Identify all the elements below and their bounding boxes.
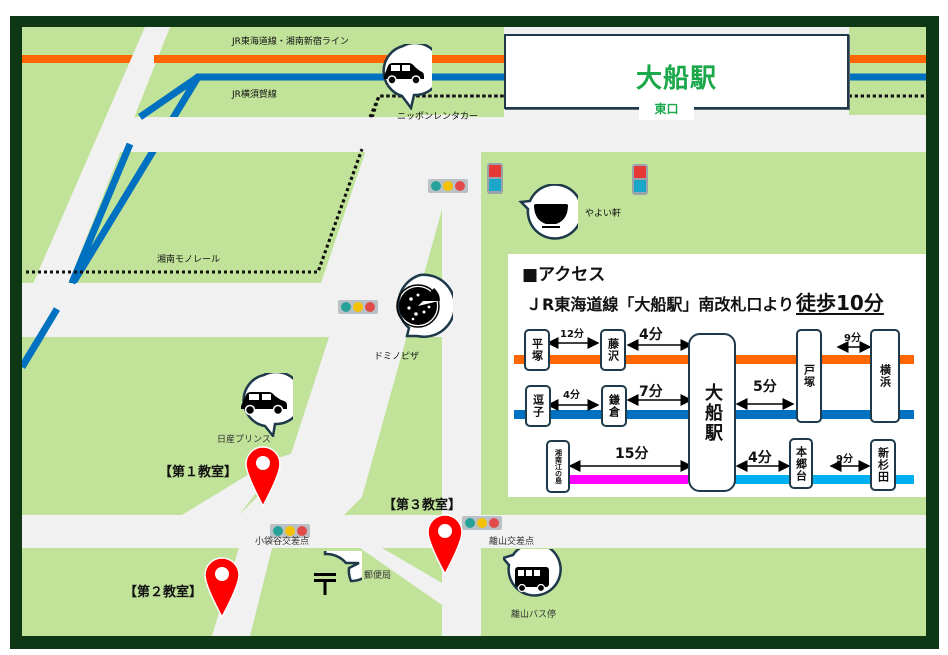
- time-hongodai-shinsugita: 9分: [836, 454, 853, 465]
- traffic-signal: [462, 516, 502, 530]
- time-zushi-kamakura: 4分: [563, 390, 580, 401]
- station-yokohama[interactable]: 横浜: [870, 329, 900, 423]
- classroom-3-label: 【第３教室】: [383, 498, 462, 513]
- enoshima-line-band: [548, 475, 688, 484]
- station-zushi[interactable]: 逗子: [525, 385, 551, 427]
- time-totsuka-yokohama: 9分: [844, 333, 861, 344]
- road-layer: [22, 27, 926, 636]
- pedestrian-signal: [487, 163, 503, 194]
- access-route-text: ＪR東海道線「大船駅」南改札口より: [526, 295, 795, 314]
- station-ofuna-hub[interactable]: 大船駅: [688, 333, 736, 492]
- classroom-2-label: 【第２教室】: [124, 585, 203, 600]
- pizza-icon[interactable]: [387, 273, 453, 339]
- post-office-label: 郵便局: [364, 571, 392, 581]
- station-shonan-enoshima[interactable]: 湘南江の島: [546, 440, 570, 493]
- time-ofuna-totsuka: 5分: [753, 379, 777, 395]
- car-icon[interactable]: [235, 373, 293, 437]
- negishi-line-band: [734, 475, 914, 484]
- traffic-signal: [428, 179, 468, 193]
- ramen-label: やよい軒: [585, 209, 622, 219]
- car-icon[interactable]: [374, 44, 432, 110]
- station-kamakura[interactable]: 鎌倉: [601, 385, 627, 427]
- access-title: ■アクセス: [522, 265, 606, 285]
- bus-stop-label: 離山バス停: [511, 610, 557, 620]
- area-map: JR東海道線・湘南新宿ライン JR横須賀線 湘南モノレール 大船駅 東口 ニッポ…: [22, 27, 926, 636]
- traffic-signal: [270, 524, 310, 538]
- station-box[interactable]: 大船駅: [504, 34, 849, 109]
- time-ofuna-hongodai: 4分: [748, 450, 772, 466]
- classroom-1-label: 【第１教室】: [159, 465, 238, 480]
- station-fujisawa[interactable]: 藤沢: [600, 329, 626, 371]
- access-description: ＪR東海道線「大船駅」南改札口より徒歩10分: [526, 287, 884, 316]
- station-hongodai[interactable]: 本郷台: [789, 438, 813, 489]
- nissan-label: 日産プリンス: [217, 435, 271, 445]
- time-kamakura-ofuna: 7分: [639, 384, 663, 400]
- time-fujisawa-ofuna: 4分: [639, 327, 663, 343]
- monorail-label: 湘南モノレール: [157, 255, 221, 265]
- route-arrows: [546, 337, 872, 472]
- walk-time: 徒歩10分: [796, 291, 884, 315]
- pedestrian-signal: [632, 164, 648, 195]
- station-exit-label: 東口: [639, 98, 694, 120]
- post-office-icon[interactable]: [296, 551, 362, 609]
- station-hiratsuka[interactable]: 平塚: [524, 329, 550, 371]
- rental-car-label: ニッポンレンタカー: [397, 112, 479, 122]
- station-name: 大船駅: [635, 64, 717, 94]
- location-pin-icon[interactable]: [203, 557, 241, 619]
- tokaido-line-label: JR東海道線・湘南新宿ライン: [232, 37, 349, 47]
- station-totsuka[interactable]: 戸塚: [796, 329, 822, 423]
- kobukuro-intersection-label: 小袋谷交差点: [255, 537, 310, 547]
- location-pin-icon[interactable]: [244, 446, 282, 508]
- hanareyama-intersection-label: 離山交差点: [489, 537, 535, 547]
- rice-bowl-icon[interactable]: [516, 184, 578, 244]
- location-pin-icon[interactable]: [426, 514, 464, 576]
- station-shinsugita[interactable]: 新杉田: [870, 439, 896, 491]
- bus-icon[interactable]: [503, 549, 563, 607]
- access-panel: ■アクセス ＪR東海道線「大船駅」南改札口より徒歩10分: [508, 254, 926, 497]
- yokosuka-line-label: JR横須賀線: [232, 90, 277, 100]
- time-hiratsuka-fujisawa: 12分: [560, 329, 584, 340]
- pizza-label: ドミノピザ: [374, 352, 420, 362]
- traffic-signal: [338, 300, 378, 314]
- time-enoshima-ofuna: 15分: [615, 446, 649, 462]
